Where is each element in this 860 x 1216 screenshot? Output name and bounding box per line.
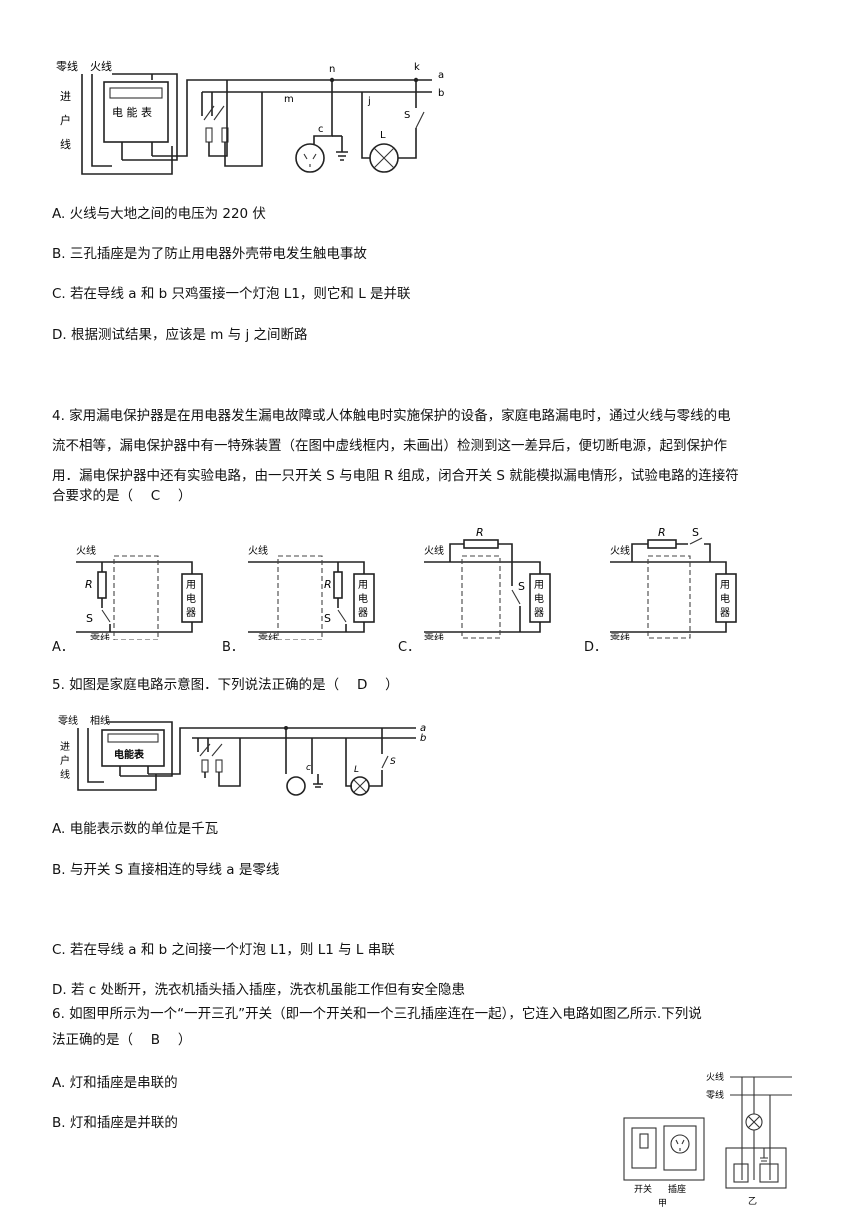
svg-text:电: 电 xyxy=(186,592,196,605)
q4-figure-b: 火线 用 电 器 R S 零线 xyxy=(248,544,375,640)
svg-text:S: S xyxy=(518,580,525,593)
svg-text:用: 用 xyxy=(186,580,196,591)
label-incoming-1: 进 xyxy=(60,90,71,103)
q5-option-c: C. 若在导线 a 和 b 之间接一个灯泡 L1，则 L1 与 L 串联 xyxy=(52,942,395,958)
svg-text:R: R xyxy=(658,526,666,539)
label-a: a xyxy=(438,70,444,81)
label-m: m xyxy=(284,94,294,105)
svg-text:b: b xyxy=(420,733,426,744)
svg-text:火线: 火线 xyxy=(706,1071,724,1083)
svg-text:S: S xyxy=(692,526,699,539)
label-k: k xyxy=(414,62,420,73)
q4-figure-c: R 火线 用 电 器 S 零线 xyxy=(424,526,551,640)
q4-stem-line-1: 4. 家用漏电保护器是在用电器发生漏电故障或人体触电时实施保护的设备，家庭电路漏… xyxy=(52,408,731,424)
svg-text:用: 用 xyxy=(534,580,544,591)
q4-figure-d: R S 火线 用 电 器 零线 xyxy=(610,526,737,640)
svg-text:零线: 零线 xyxy=(258,632,278,640)
label-incoming-3: 线 xyxy=(60,137,71,151)
label-meter: 电 能 表 xyxy=(112,105,152,119)
svg-text:零线: 零线 xyxy=(58,714,78,727)
svg-text:器: 器 xyxy=(186,607,196,619)
svg-text:c: c xyxy=(306,763,311,773)
svg-text:零线: 零线 xyxy=(90,632,110,640)
svg-text:火线: 火线 xyxy=(424,544,444,557)
label-live: 火线 xyxy=(90,59,112,73)
svg-text:a: a xyxy=(420,723,426,734)
label-b: b xyxy=(438,88,444,99)
svg-text:器: 器 xyxy=(534,607,544,619)
svg-text:L: L xyxy=(354,765,359,775)
svg-text:电: 电 xyxy=(358,592,368,605)
q4-option-c-label: C． xyxy=(398,640,421,655)
svg-text:R: R xyxy=(476,526,484,539)
label-neutral: 零线 xyxy=(56,59,78,73)
svg-text:用: 用 xyxy=(358,580,368,591)
svg-text:器: 器 xyxy=(720,607,730,619)
svg-text:相线: 相线 xyxy=(90,714,110,727)
q5-stem: 5. 如图是家庭电路示意图．下列说法正确的是（ D ） xyxy=(52,677,399,693)
q3-option-d: D. 根据测试结果，应该是 m 与 j 之间断路 xyxy=(52,327,308,343)
q4-option-d-label: D． xyxy=(584,640,608,655)
q6-figures: 火线 零线 乙 开关 插座 甲 xyxy=(623,1071,792,1208)
svg-text:R: R xyxy=(324,578,332,591)
q3-option-b: B. 三孔插座是为了防止用电器外壳带电发生触电事故 xyxy=(52,246,367,262)
svg-text:户: 户 xyxy=(60,754,70,767)
svg-text:电: 电 xyxy=(720,592,730,605)
svg-text:电能表: 电能表 xyxy=(114,748,145,761)
energy-meter xyxy=(103,81,169,143)
q4-stem-line-3: 用．漏电保护器中还有实验电路，由一只开关 S 与电阻 R 组成，闭合开关 S 就… xyxy=(52,468,739,484)
label-incoming-2: 户 xyxy=(60,113,71,127)
three-pin-socket xyxy=(295,143,325,173)
q4-option-a-label: A． xyxy=(52,640,74,655)
svg-text:R: R xyxy=(85,578,93,591)
svg-text:线: 线 xyxy=(60,768,70,781)
svg-text:火线: 火线 xyxy=(248,544,268,557)
q4-figure-a: 火线 用 电 器 R S 零线 xyxy=(76,544,203,640)
svg-text:S: S xyxy=(390,757,396,767)
svg-text:进: 进 xyxy=(60,741,70,753)
q6-stem-line-2: 法正确的是（ B ） xyxy=(52,1032,192,1048)
label-c: c xyxy=(318,124,324,135)
svg-text:电: 电 xyxy=(534,592,544,605)
svg-text:火线: 火线 xyxy=(610,544,630,557)
q6-option-b: B. 灯和插座是并联的 xyxy=(52,1115,178,1131)
svg-text:火线: 火线 xyxy=(76,544,96,557)
svg-text:插座: 插座 xyxy=(668,1183,686,1195)
svg-text:甲: 甲 xyxy=(658,1198,667,1208)
top-circuit-diagram: 零线 火线 进 户 线 电 能 表 m n c j L S k a b xyxy=(56,59,444,175)
svg-text:器: 器 xyxy=(358,607,368,619)
q6-stem-line-1: 6. 如图甲所示为一个“一开三孔”开关（即一个开关和一个三孔插座连在一起），它连… xyxy=(52,1006,702,1022)
q4-option-b-label: B． xyxy=(222,640,244,655)
svg-text:乙: 乙 xyxy=(748,1196,757,1207)
label-S: S xyxy=(404,110,410,121)
svg-text:开关: 开关 xyxy=(634,1183,652,1195)
svg-text:零线: 零线 xyxy=(706,1089,724,1101)
svg-text:S: S xyxy=(86,612,93,625)
svg-text:用: 用 xyxy=(720,580,730,591)
q3-option-c: C. 若在导线 a 和 b 只鸡蛋接一个灯泡 L1，则它和 L 是并联 xyxy=(52,286,411,302)
q6-option-a: A. 灯和插座是串联的 xyxy=(52,1075,178,1091)
label-L: L xyxy=(380,130,386,141)
svg-text:零线: 零线 xyxy=(610,632,630,640)
label-n: n xyxy=(329,64,335,75)
q5-circuit-diagram: 零线 相线 进 户 线 电能表 a b c L S xyxy=(58,714,426,796)
q5-option-a: A. 电能表示数的单位是千瓦 xyxy=(52,821,219,837)
q5-option-b: B. 与开关 S 直接相连的导线 a 是零线 xyxy=(52,862,280,878)
svg-text:零线: 零线 xyxy=(424,632,444,640)
q3-option-a: A. 火线与大地之间的电压为 220 伏 xyxy=(52,206,266,222)
svg-text:S: S xyxy=(324,612,331,625)
label-j: j xyxy=(367,96,371,107)
q4-stem-line-2: 流不相等，漏电保护器中有一特殊装置（在图中虚线框内，未画出）检测到这一差异后，便… xyxy=(52,438,727,454)
q5-option-d: D. 若 c 处断开，洗衣机插头插入插座，洗衣机虽能工作但有安全隐患 xyxy=(52,982,465,998)
q4-stem-line-4: 合要求的是（ C ） xyxy=(52,488,192,504)
